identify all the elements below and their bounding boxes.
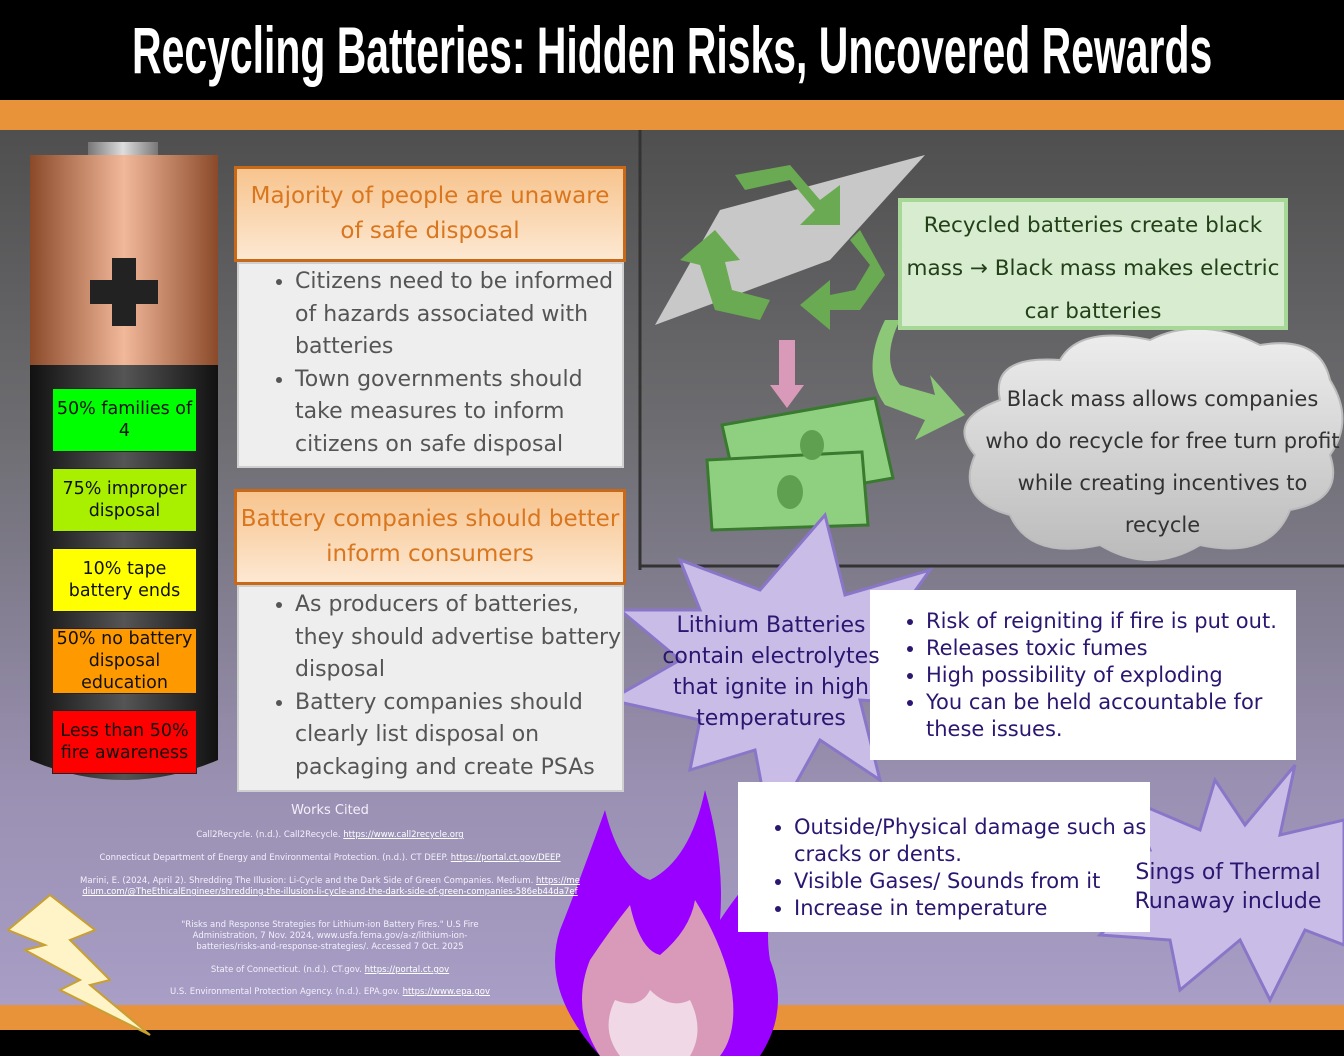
bullet: Outside/Physical damage such as cracks o… (794, 814, 1150, 868)
lithium-risks-box: Risk of reigniting if fire is put out. R… (870, 590, 1296, 760)
citation-link[interactable]: https://www.call2recycle.org (343, 830, 464, 840)
arrow-down-icon (770, 340, 804, 408)
citation-link[interactable]: https://portal.ct.gov (364, 965, 450, 975)
bullet: Visible Gases/ Sounds from it (794, 868, 1150, 895)
citation: State of Connecticut. (n.d.). CT.gov. ht… (210, 965, 450, 975)
citation-link[interactable]: https://portal.ct.gov/DEEP (450, 853, 561, 863)
top-band (0, 100, 1344, 130)
page-title: Recycling Batteries: Hidden Risks, Uncov… (131, 13, 1213, 87)
black-mass-box: Recycled batteries create black mass → B… (898, 198, 1288, 330)
recycle-icon (655, 155, 965, 440)
works-cited-heading: Works Cited (291, 803, 369, 818)
cloud-text: Black mass allows companies who do recyc… (985, 387, 1340, 537)
bullet: Town governments should take measures to… (295, 364, 622, 462)
section2-heading: Battery companies should better inform c… (234, 489, 626, 585)
flame-icon (555, 790, 800, 1056)
bullet: Citizens need to be informed of hazards … (295, 266, 622, 364)
thermal-signs-box: Outside/Physical damage such as cracks o… (738, 782, 1150, 932)
stat-tape-ends: 10% tape battery ends (52, 548, 197, 612)
bullet: As producers of batteries, they should a… (295, 589, 622, 687)
bullet: You can be held accountable for these is… (926, 689, 1296, 743)
citation: Call2Recycle. (n.d.). Call2Recycle. http… (196, 830, 464, 840)
stat-improper-disposal: 75% improper disposal (52, 468, 197, 532)
citation: Marini, E. (2024, April 2). Shredding Th… (80, 876, 580, 897)
lithium-burst-text: Lithium Batteries contain electrolytes t… (662, 613, 880, 731)
section1-heading: Majority of people are unaware of safe d… (234, 166, 626, 262)
bullet: Releases toxic fumes (926, 635, 1296, 662)
bullet: Increase in temperature (794, 895, 1150, 922)
citation: "Risks and Response Strategies for Lithi… (181, 920, 479, 952)
money-icon (705, 396, 895, 532)
citation: U.S. Environmental Protection Agency. (n… (169, 987, 491, 997)
stat-families: 50% families of 4 (52, 388, 197, 452)
cloud-shape (963, 327, 1344, 561)
stat-no-education: 50% no battery disposal education (52, 628, 197, 694)
section1-panel: Citizens need to be informed of hazards … (237, 262, 624, 468)
title-bar: Recycling Batteries: Hidden Risks, Uncov… (0, 0, 1344, 100)
thermal-burst-text: Sings of Thermal Runaway include (1134, 860, 1322, 914)
plus-icon (90, 258, 158, 326)
stat-fire-awareness: Less than 50% fire awareness (52, 710, 197, 774)
bullet: Risk of reigniting if fire is put out. (926, 608, 1296, 635)
bullet: High possibility of exploding (926, 662, 1296, 689)
curved-arrow-icon (872, 320, 965, 440)
section2-panel: As producers of batteries, they should a… (237, 585, 624, 792)
citation: Connecticut Department of Energy and Env… (99, 853, 561, 863)
citation-link[interactable]: https://www.epa.gov (402, 987, 491, 997)
citation-link[interactable]: https://medium.com/@TheEthicalEngineer/s… (82, 876, 580, 897)
lightning-icon (6, 893, 151, 1036)
bullet: Battery companies should clearly list di… (295, 687, 622, 785)
